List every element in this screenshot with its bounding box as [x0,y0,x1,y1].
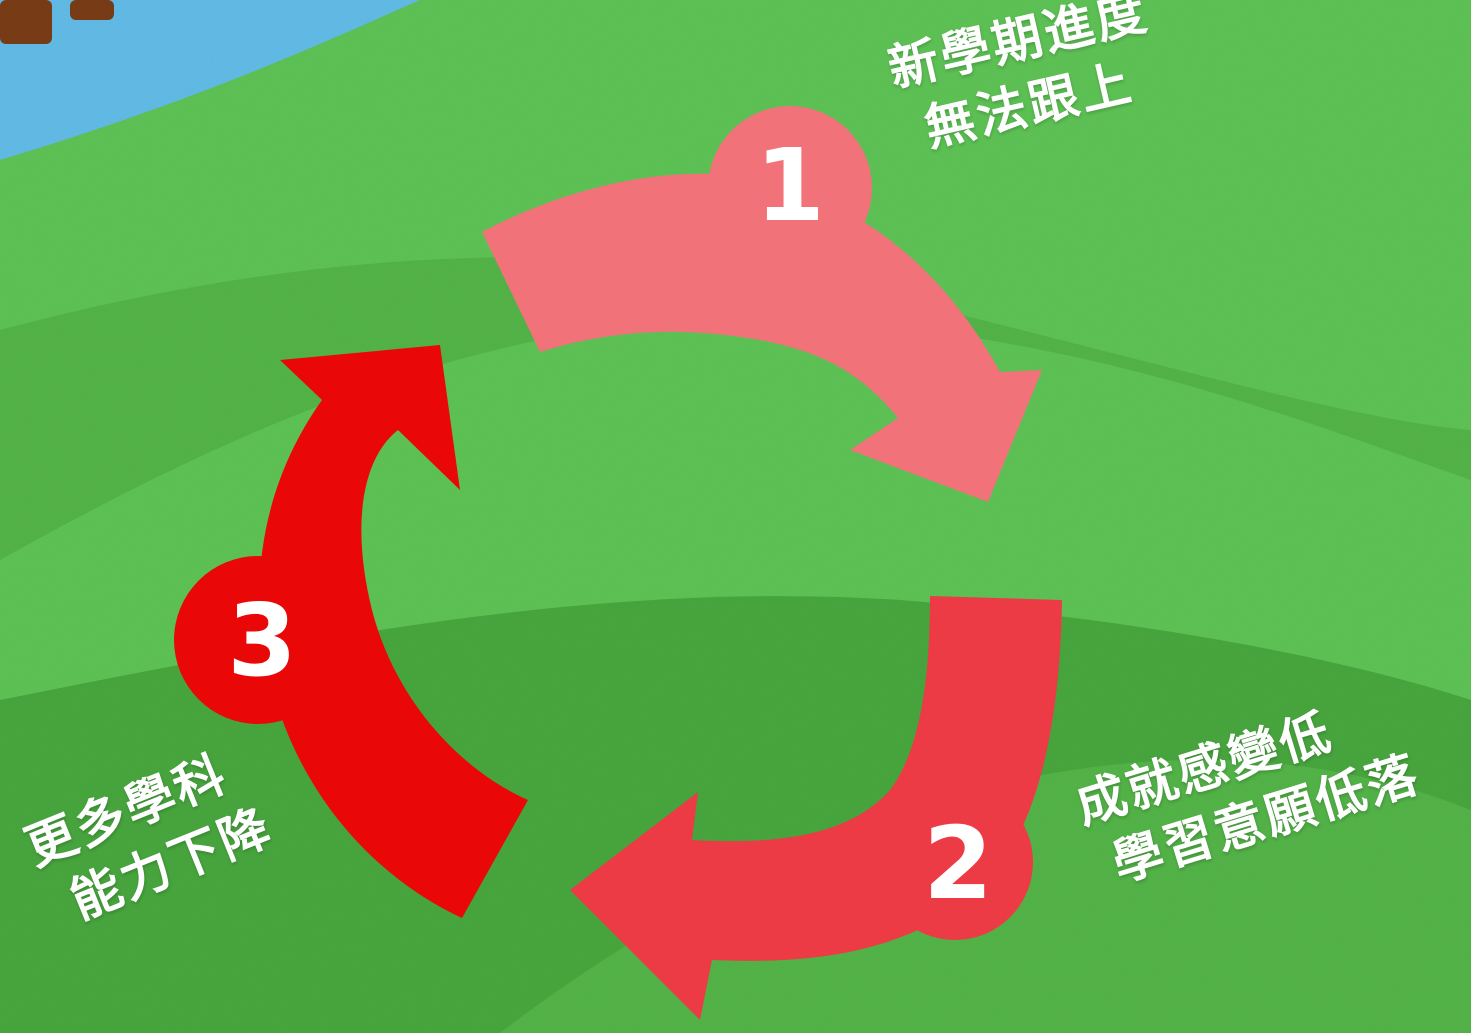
arrow-3-shape [259,345,528,918]
sky-corner [0,0,420,160]
cycle-arrow-1: 1 [482,106,1042,503]
cycle-arrow-3: 3 [174,345,528,918]
step-3-badge [174,556,342,724]
cycle-arrow-2: 2 [570,596,1062,1020]
step-3-number: 3 [227,582,297,699]
step-2-badge [877,784,1033,940]
step-1-number: 1 [755,127,825,244]
arrow-1-shape [482,173,1042,503]
step-1-badge [708,106,872,270]
corner-title-fragment [0,0,114,44]
step-2-number: 2 [923,805,993,922]
